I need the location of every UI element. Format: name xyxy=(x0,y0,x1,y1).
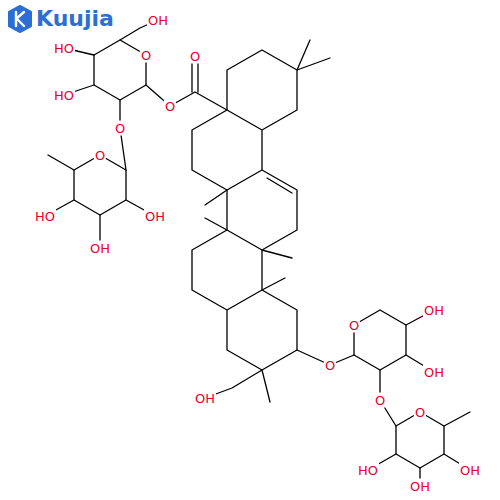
rhamnose-ring xyxy=(396,412,444,468)
atom-label: O xyxy=(374,393,386,408)
bonds xyxy=(45,20,470,487)
atom-label: OH xyxy=(423,365,445,380)
xylose-ring xyxy=(354,310,406,370)
atom-label: O xyxy=(189,49,201,64)
atom-label: O xyxy=(164,99,176,114)
substituent-bonds xyxy=(45,20,470,487)
atom-label: OH xyxy=(194,391,216,406)
atom-label: O xyxy=(140,48,152,63)
atom-label: O xyxy=(94,148,106,163)
atom-label: HO xyxy=(34,209,56,224)
rhamnose-ring xyxy=(74,155,126,215)
watermark: Kuujia xyxy=(36,6,114,32)
atom-label: OH xyxy=(147,13,169,28)
double-bond xyxy=(267,178,292,193)
logo-icon xyxy=(9,6,31,32)
atom-label: OH xyxy=(409,479,431,494)
atom-label: OH xyxy=(144,209,166,224)
atom-label: O xyxy=(324,358,336,373)
atom-label: O xyxy=(114,121,126,136)
atom-label: HO xyxy=(53,88,75,103)
atom-label: O xyxy=(414,405,426,420)
atom-label: HO xyxy=(357,463,379,478)
atom-label: O xyxy=(348,318,360,333)
atom-label: OH xyxy=(459,463,481,478)
triterpene-rings xyxy=(192,50,297,370)
atom-label: HO xyxy=(53,41,75,56)
atom-label: OH xyxy=(423,303,445,318)
glucose-ring xyxy=(94,40,146,100)
atom-label: OH xyxy=(89,241,111,256)
